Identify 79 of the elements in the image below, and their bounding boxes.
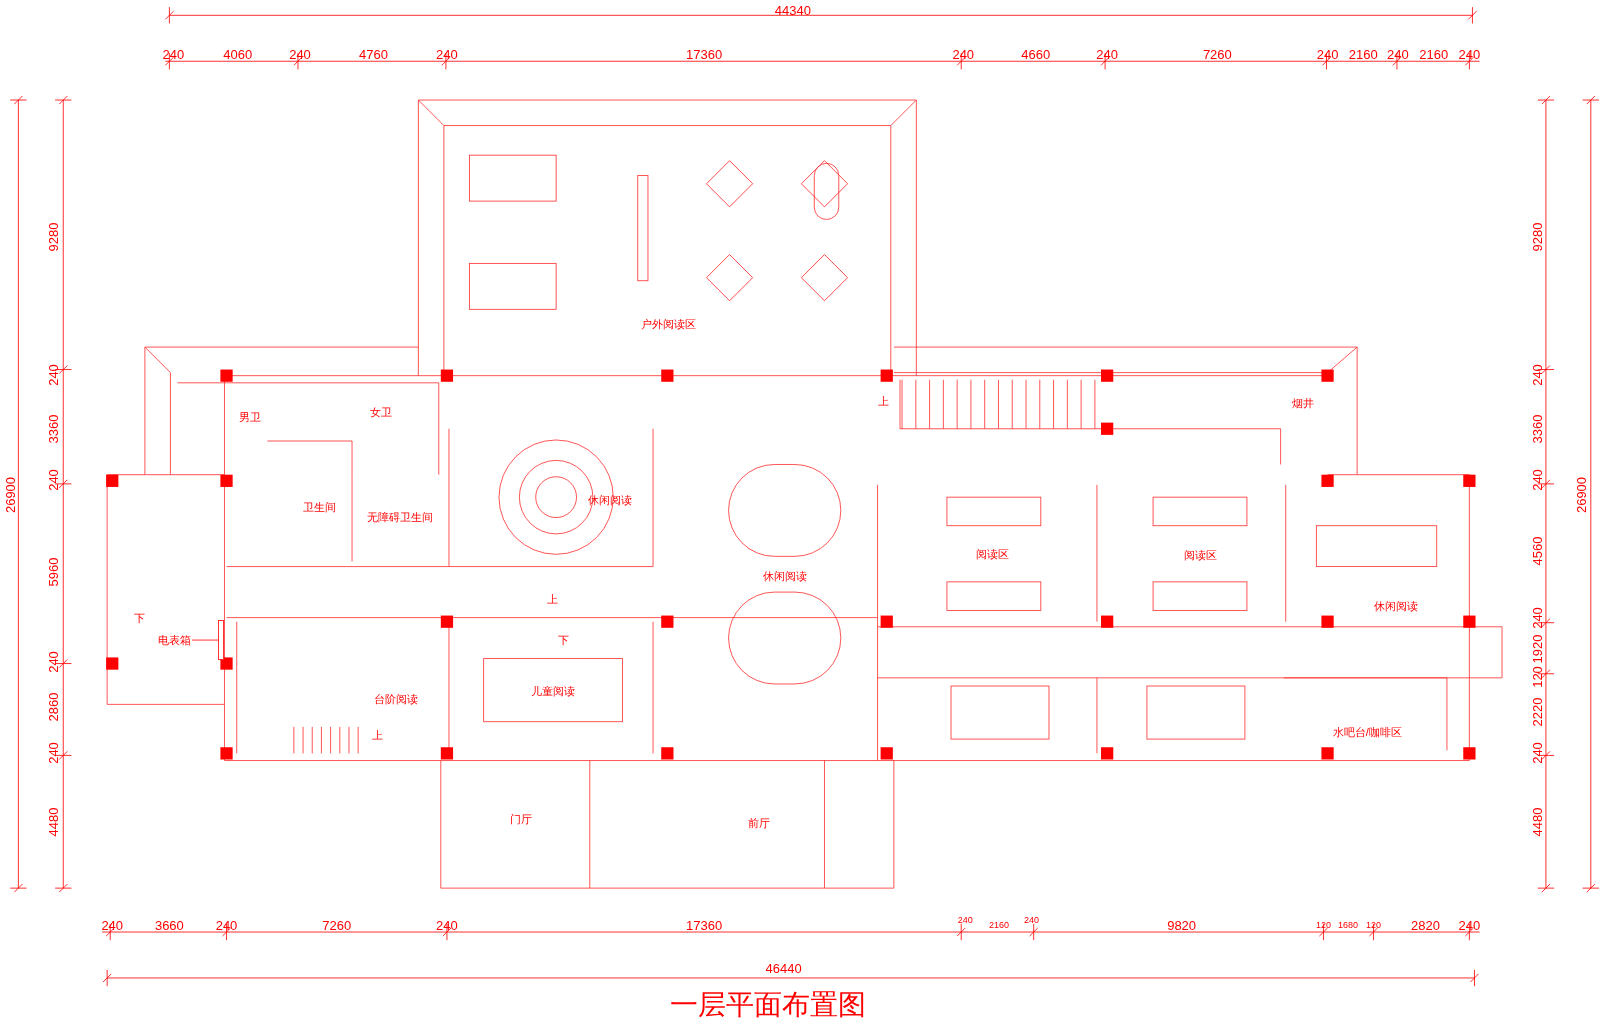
dimension-label: 4060 [223, 47, 253, 61]
dimension-label: 240 [952, 47, 975, 61]
dimension-label: 2160 [988, 920, 1009, 930]
room-label: 门厅 [510, 813, 533, 825]
dimension-label: 2220 [1530, 697, 1544, 726]
dimension-label: 3360 [46, 414, 60, 444]
room-label: 下 [134, 612, 146, 624]
dimension-label: 1920 [1530, 634, 1544, 664]
dimension-label: 240 [46, 363, 60, 386]
dimension-label: 7260 [322, 918, 352, 932]
dimension-label: 240 [1024, 915, 1040, 925]
dimension-label: 240 [1530, 468, 1544, 491]
dimension-label: 240 [46, 468, 60, 491]
dimension-label: 26900 [1574, 477, 1588, 514]
room-label: 上 [878, 395, 890, 407]
room-label: 上 [372, 729, 384, 741]
dimension-label: 1680 [1337, 920, 1358, 930]
dimension-label: 2860 [46, 693, 60, 722]
room-label: 电表箱 [158, 634, 191, 646]
dimension-label: 17360 [686, 918, 723, 932]
room-label: 男卫 [239, 411, 261, 422]
leader-line [191, 639, 219, 641]
dimension-label: 240 [1530, 363, 1544, 386]
dimension-label: 240 [1316, 47, 1339, 61]
wall-segment [218, 619, 225, 661]
room-label: 水吧台/咖啡区 [1332, 726, 1402, 738]
dimension-label: 240 [46, 650, 60, 673]
dimension-label: 240 [215, 918, 238, 932]
room-label: 儿童阅读 [531, 685, 576, 697]
room-label: 阅读区 [976, 548, 1010, 560]
dimension-label: 5960 [46, 557, 60, 587]
dimension-label: 240 [1387, 47, 1409, 61]
room-label: 休闲阅读 [762, 570, 807, 582]
dimension-label: 4480 [1530, 807, 1544, 837]
dimension-label: 240 [1530, 742, 1544, 765]
dimension-label: 240 [46, 742, 60, 765]
dimension-label: 240 [1458, 47, 1481, 61]
dimension-label: 4480 [46, 807, 60, 837]
dimension-label: 4760 [359, 47, 388, 61]
dimension-label: 2820 [1411, 918, 1440, 932]
dimension-label: 240 [101, 918, 124, 932]
room-label: 阅读区 [1183, 549, 1217, 561]
room-label: 卫生间 [302, 501, 336, 513]
dimension-label: 44340 [774, 3, 811, 17]
room-label: 无障碍卫生间 [367, 511, 433, 523]
dimension-label: 17360 [686, 47, 723, 61]
dimension-label: 240 [289, 47, 311, 61]
dimension-label: 9280 [46, 222, 60, 252]
dimension-label: 26900 [3, 477, 17, 514]
dimension-label: 4660 [1021, 47, 1051, 61]
dimension-label: 240 [436, 47, 458, 61]
drawing-title: 一层平面布置图 [670, 991, 866, 1019]
dimension-label: 240 [1530, 606, 1544, 629]
dimension-label: 120 [1365, 920, 1381, 930]
dimension-label: 240 [436, 918, 458, 932]
dimension-label: 240 [957, 915, 973, 925]
dimension-label: 120 [1530, 665, 1544, 688]
room-label: 休闲阅读 [588, 494, 633, 506]
dimension-label: 3360 [1530, 414, 1544, 444]
room-label: 下 [557, 634, 569, 646]
room-label: 前厅 [748, 817, 771, 829]
dimension-label: 240 [1458, 918, 1481, 932]
dimension-label: 240 [1096, 47, 1118, 61]
dimension-label: 46440 [765, 961, 802, 975]
dimension-label: 9820 [1167, 918, 1197, 932]
dimension-label: 2160 [1419, 47, 1449, 61]
room-label: 烟井 [1292, 397, 1315, 409]
dimension-label: 3660 [154, 918, 184, 932]
dimension-label: 9280 [1530, 222, 1544, 252]
room-label: 上 [546, 593, 558, 605]
room-label: 休闲阅读 [1373, 600, 1418, 612]
dimension-label: 2160 [1348, 47, 1378, 61]
dimension-label: 7260 [1202, 47, 1232, 61]
dimension-label: 120 [1315, 920, 1331, 930]
dimension-label: 4560 [1530, 536, 1544, 566]
room-label: 女卫 [369, 406, 392, 418]
room-label: 台阶阅读 [373, 693, 418, 705]
dimension-label: 240 [162, 47, 185, 61]
room-label: 户外阅读区 [640, 318, 696, 330]
